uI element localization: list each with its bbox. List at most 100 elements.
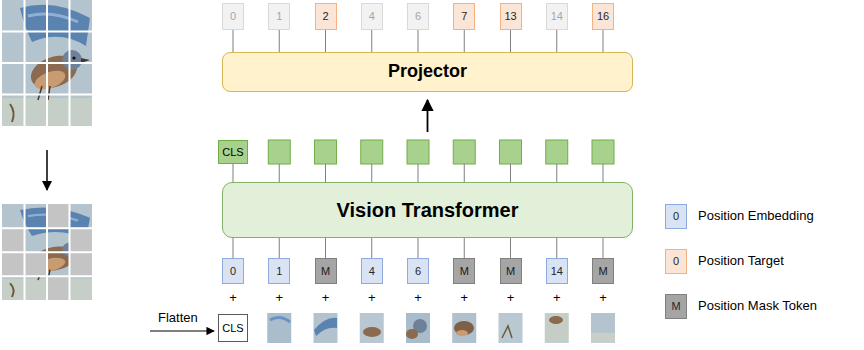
node-text: 13 — [504, 10, 516, 22]
connector-line — [418, 30, 419, 52]
connector-line — [510, 30, 511, 52]
connector-line — [556, 30, 557, 52]
original-image-grid — [2, 94, 92, 96]
masked-image-grid — [2, 204, 92, 300]
output-token-boxes — [268, 140, 290, 164]
node-text: 1 — [276, 265, 282, 277]
image-patches — [591, 313, 615, 343]
position-target-box: 7 — [453, 3, 475, 30]
image-patches — [267, 313, 615, 343]
output-token-boxes — [407, 140, 429, 164]
connector-line — [279, 238, 280, 258]
down-arrow — [46, 150, 48, 190]
connector-line — [603, 238, 604, 258]
position-target-box: 13 — [500, 3, 522, 30]
masked-image-grid — [70, 228, 93, 252]
transformer-block: Vision Transformer — [222, 182, 633, 238]
legend-swatch: 0 — [665, 249, 687, 274]
output-token-boxes — [546, 140, 568, 164]
node-text: 2 — [322, 10, 328, 22]
masked-image-grid — [47, 204, 70, 228]
image-patches — [549, 316, 563, 324]
masked-image-grid — [2, 252, 25, 276]
swatch-sample-text: 0 — [673, 210, 679, 222]
plus-sign: + — [507, 291, 515, 305]
image-patches — [406, 313, 430, 343]
node-text: M — [598, 265, 607, 277]
output-token-boxes — [361, 140, 383, 164]
plus-sign: + — [275, 291, 283, 305]
output-token-wires — [279, 164, 603, 182]
image-patches — [456, 330, 468, 336]
connector-line — [325, 30, 326, 52]
output-token-box: CLS — [218, 140, 248, 164]
image-patches — [452, 313, 476, 343]
output-token-boxes — [592, 140, 614, 164]
node-text: 14 — [551, 10, 563, 22]
mask-token-box: M — [592, 258, 614, 284]
legend-text: Position Mask Token — [698, 299, 817, 313]
output-token-wires — [371, 164, 372, 182]
plus-sign: + — [322, 291, 330, 305]
faded-position-box: 6 — [407, 3, 429, 30]
image-patches — [360, 313, 384, 343]
output-token-boxes — [315, 140, 337, 164]
connector-line — [325, 238, 326, 258]
position-embedding-box: 6 — [407, 258, 429, 284]
plus-sign: + — [599, 291, 607, 305]
masked-image-grid — [2, 204, 92, 300]
node-text: Vision Transformer — [337, 199, 519, 221]
position-target-box: 16 — [592, 3, 614, 30]
position-embedding-box: 1 — [268, 258, 290, 284]
image-patches — [270, 317, 290, 322]
connector-line — [279, 30, 280, 52]
node-text: 14 — [551, 265, 563, 277]
position-embedding-box: 4 — [361, 258, 383, 284]
legend-text: Position Target — [698, 254, 784, 268]
plus-sign: + — [553, 291, 561, 305]
connector-line — [371, 30, 372, 52]
connector-line — [371, 238, 372, 258]
mask-token-box: M — [500, 258, 522, 284]
output-token-wires — [464, 164, 465, 182]
plus-sign: + — [229, 291, 237, 305]
output-token-boxes — [268, 140, 614, 164]
legend-swatch: 0 — [665, 204, 687, 229]
faded-position-box: 0 — [222, 3, 244, 30]
plus-sign: + — [460, 291, 468, 305]
output-token-wires — [279, 164, 280, 182]
image-patches — [502, 326, 512, 338]
faded-position-box: 1 — [268, 3, 290, 30]
node-text: M — [506, 265, 515, 277]
image-patches — [314, 318, 337, 336]
output-token-wires — [418, 164, 419, 182]
connector-line — [464, 30, 465, 52]
image-patches — [499, 313, 523, 343]
image-patches — [454, 321, 474, 335]
connector-line — [233, 164, 234, 182]
image-patches — [406, 329, 418, 339]
output-token-wires — [510, 164, 511, 182]
output-token-boxes — [500, 140, 522, 164]
node-text: 1 — [276, 10, 282, 22]
connector-line — [464, 238, 465, 258]
node-text: 4 — [369, 265, 375, 277]
node-text: 4 — [369, 10, 375, 22]
output-token-wires — [603, 164, 604, 182]
image-patches — [363, 327, 381, 337]
node-text: Projector — [388, 62, 467, 82]
output-token-boxes — [453, 140, 475, 164]
masked-image-grid — [2, 228, 25, 252]
masked-image-grid — [70, 252, 93, 276]
position-embedding-box: 0 — [222, 258, 244, 284]
masked-image-grid — [2, 275, 92, 277]
output-token-wires — [556, 164, 557, 182]
mask-token-box: M — [315, 258, 337, 284]
node-text: CLS — [222, 146, 243, 158]
node-text: 16 — [597, 10, 609, 22]
node-text: M — [321, 265, 330, 277]
connector-line — [510, 238, 511, 258]
node-text: 6 — [415, 265, 421, 277]
swatch-sample-text: 0 — [673, 255, 679, 267]
node-text: M — [460, 265, 469, 277]
